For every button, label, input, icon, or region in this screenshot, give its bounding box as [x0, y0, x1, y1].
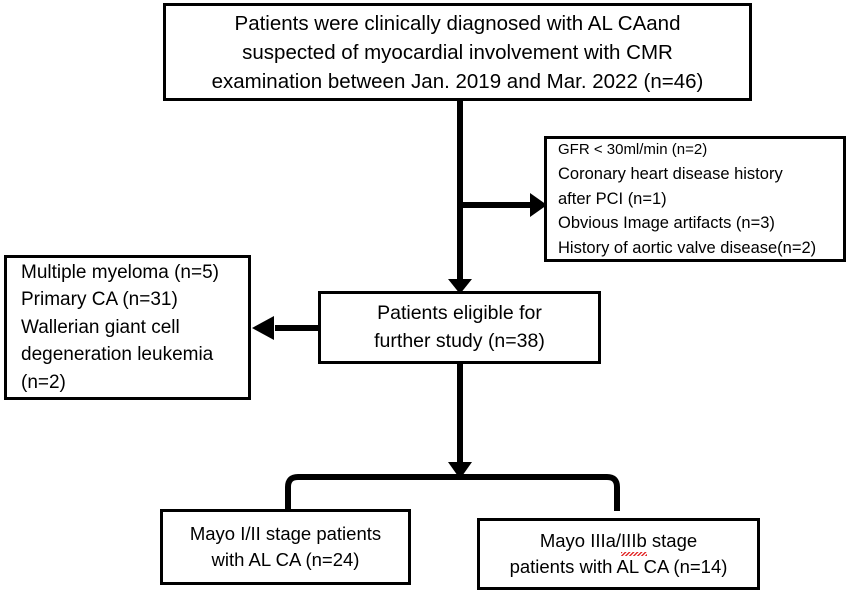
connector-eligible-to-excluded-dx	[252, 316, 318, 340]
connector-eligible-to-split	[448, 364, 472, 479]
enrollment-line-2: suspected of myocardial involvement with…	[242, 40, 673, 64]
exclusion-line-1: GFR < 30ml/min (n=2)	[558, 140, 708, 158]
exclusion-line-3: after PCI (n=1)	[558, 189, 667, 208]
eligible-patients-box: Patients eligible for further study (n=3…	[318, 291, 601, 364]
mayo-late-prefix: Mayo IIIa/	[539, 530, 622, 551]
excluded-dx-line-5: (n=2)	[21, 371, 66, 393]
excluded-dx-line-3: Wallerian giant cell	[21, 316, 180, 338]
eligible-line-1: Patients eligible for	[377, 302, 542, 324]
mayo-stage-iiia-iiib-box: Mayo IIIa/IIIb stage patients with AL CA…	[477, 518, 760, 590]
mayo-early-line-1: Mayo I/II stage patients	[189, 523, 382, 544]
enrollment-box: Patients were clinically diagnosed with …	[163, 3, 752, 101]
excluded-dx-line-1: Multiple myeloma (n=5)	[21, 261, 219, 283]
mayo-late-line-1: Mayo IIIa/IIIb stage	[539, 528, 698, 556]
mayo-late-misspelled-word: IIIb	[621, 528, 647, 556]
excluded-diagnoses-box: Multiple myeloma (n=5) Primary CA (n=31)…	[4, 255, 251, 400]
excluded-dx-line-4: degeneration leukemia	[21, 344, 214, 366]
mayo-early-line-2: with AL CA (n=24)	[211, 549, 360, 570]
connector-trunk-to-exclusion	[460, 193, 547, 217]
exclusion-line-2: Coronary heart disease history	[558, 165, 783, 184]
exclusion-line-5: History of aortic valve disease(n=2)	[558, 238, 817, 257]
mayo-late-suffix: stage	[646, 530, 698, 551]
exclusion-criteria-box: GFR < 30ml/min (n=2) Coronary heart dise…	[544, 136, 846, 262]
eligible-line-2: further study (n=38)	[374, 329, 545, 352]
exclusion-line-4: Obvious Image artifacts (n=3)	[558, 214, 775, 233]
enrollment-line-1: Patients were clinically diagnosed with …	[234, 11, 681, 35]
connector-enrollment-to-eligible	[448, 101, 472, 294]
mayo-late-line-2: patients with AL CA (n=14)	[509, 556, 728, 577]
connector-split-bracket	[285, 474, 620, 511]
enrollment-line-3: examination between Jan. 2019 and Mar. 2…	[211, 69, 704, 93]
mayo-stage-i-ii-box: Mayo I/II stage patients with AL CA (n=2…	[160, 509, 411, 585]
excluded-dx-line-2: Primary CA (n=31)	[21, 289, 178, 311]
